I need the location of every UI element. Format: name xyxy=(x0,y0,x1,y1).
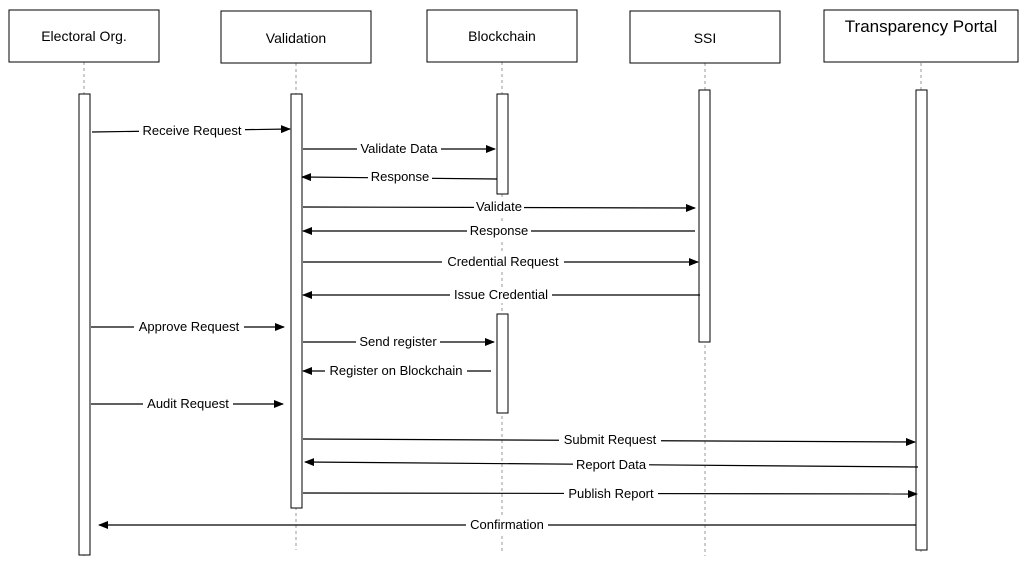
activation-ssi xyxy=(698,89,711,343)
message-register-on-blockchain: Register on Blockchain xyxy=(302,363,491,379)
message-label: Response xyxy=(470,223,529,238)
actor-validation: Validation xyxy=(220,10,372,64)
message-report-data: Report Data xyxy=(304,457,919,473)
message-label: Audit Request xyxy=(147,396,229,411)
message-label: Receive Request xyxy=(143,123,242,138)
activation-portal xyxy=(915,89,928,551)
actor-portal: Transparency Portal xyxy=(823,9,1019,63)
message-label: Credential Request xyxy=(447,254,559,269)
actor-label-electoral: Electoral Org. xyxy=(41,28,127,44)
message-receive-request: Receive Request xyxy=(91,122,291,138)
message-confirmation: Confirmation xyxy=(98,517,916,533)
message-label: Report Data xyxy=(576,457,647,472)
message-label: Confirmation xyxy=(470,517,544,532)
message-response-blockchain: Response xyxy=(301,169,498,185)
actor-label-blockchain: Blockchain xyxy=(468,28,536,44)
message-label: Register on Blockchain xyxy=(330,363,463,378)
activation-blockchain-1 xyxy=(496,93,509,195)
message-send-register: Send register xyxy=(303,334,495,350)
message-response-ssi: Response xyxy=(302,223,695,239)
message-submit-request: Submit Request xyxy=(302,432,916,448)
message-label: Approve Request xyxy=(139,319,240,334)
actor-label-validation: Validation xyxy=(266,30,326,46)
message-label: Validate xyxy=(476,199,522,214)
actor-ssi: SSI xyxy=(629,10,781,64)
activation-validation xyxy=(290,93,303,509)
message-audit-request: Audit Request xyxy=(91,396,284,412)
message-approve-request: Approve Request xyxy=(91,319,285,335)
message-validate-data: Validate Data xyxy=(303,141,496,157)
message-label: Publish Report xyxy=(568,486,654,501)
actor-blockchain: Blockchain xyxy=(426,9,578,63)
message-label: Submit Request xyxy=(564,432,657,447)
message-label: Issue Credential xyxy=(454,287,548,302)
message-credential-request: Credential Request xyxy=(303,254,699,270)
activation-blockchain-2 xyxy=(496,313,509,414)
message-label: Response xyxy=(371,169,430,184)
actor-electoral: Electoral Org. xyxy=(8,9,160,63)
message-publish-report: Publish Report xyxy=(302,486,918,502)
message-issue-credential: Issue Credential xyxy=(302,287,700,303)
message-validate: Validate xyxy=(302,199,696,215)
message-label: Validate Data xyxy=(360,141,438,156)
message-label: Send register xyxy=(359,334,437,349)
activation-electoral xyxy=(78,93,91,556)
actor-label-portal: Transparency Portal xyxy=(845,17,997,36)
actor-label-ssi: SSI xyxy=(694,30,717,46)
